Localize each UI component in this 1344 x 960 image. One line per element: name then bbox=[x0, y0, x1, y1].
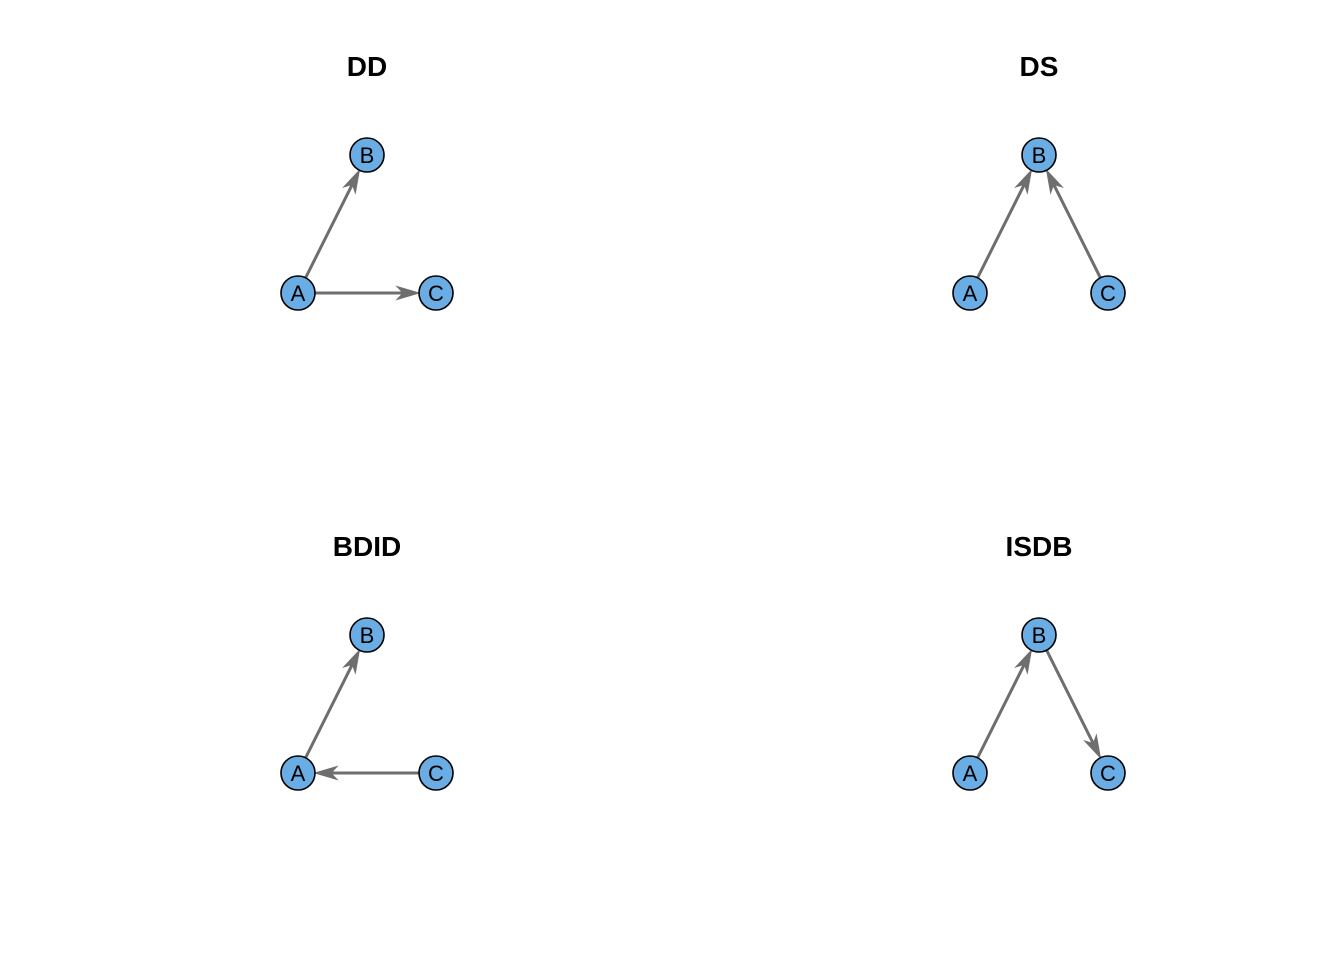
arrowhead bbox=[1083, 733, 1102, 760]
node-circle bbox=[952, 755, 988, 791]
edge-c-b bbox=[1045, 168, 1102, 280]
node-label: C bbox=[428, 761, 444, 786]
node-label: C bbox=[1100, 281, 1116, 306]
node-b: B bbox=[349, 137, 385, 173]
node-c: C bbox=[1090, 275, 1126, 311]
panel-title: DD bbox=[347, 51, 387, 82]
edge-a-b bbox=[976, 648, 1033, 760]
node-a: A bbox=[280, 755, 316, 791]
node-label: A bbox=[963, 281, 978, 306]
node-label: C bbox=[1100, 761, 1116, 786]
edge-line bbox=[304, 664, 353, 760]
arrowhead bbox=[395, 285, 421, 301]
panel-title: DS bbox=[1020, 51, 1059, 82]
edge-line bbox=[304, 184, 353, 280]
edge-a-b bbox=[304, 648, 361, 760]
node-circle bbox=[349, 137, 385, 173]
edge-a-b bbox=[976, 168, 1033, 280]
node-circle bbox=[418, 755, 454, 791]
node-c: C bbox=[418, 755, 454, 791]
node-circle bbox=[1090, 275, 1126, 311]
node-a: A bbox=[952, 755, 988, 791]
node-circle bbox=[1021, 137, 1057, 173]
edge-b-c bbox=[1045, 648, 1102, 760]
edge-c-a bbox=[313, 765, 421, 781]
arrowhead bbox=[313, 765, 339, 781]
node-label: A bbox=[291, 281, 306, 306]
edge-line bbox=[1053, 184, 1102, 280]
node-circle bbox=[418, 275, 454, 311]
edge-a-c bbox=[313, 285, 421, 301]
node-circle bbox=[280, 755, 316, 791]
panel-ds: DS A B C bbox=[952, 51, 1126, 311]
node-label: B bbox=[360, 623, 375, 648]
arrowhead bbox=[342, 648, 361, 675]
panel-dd: DD A B C bbox=[280, 51, 454, 311]
node-b: B bbox=[349, 617, 385, 653]
node-label: B bbox=[1032, 143, 1047, 168]
panel-isdb: ISDB A B C bbox=[952, 531, 1126, 791]
node-c: C bbox=[1090, 755, 1126, 791]
node-circle bbox=[1090, 755, 1126, 791]
node-a: A bbox=[952, 275, 988, 311]
edge-line bbox=[976, 664, 1025, 760]
node-c: C bbox=[418, 275, 454, 311]
panel-title: ISDB bbox=[1006, 531, 1073, 562]
edge-line bbox=[1045, 648, 1094, 744]
arrowhead bbox=[342, 168, 361, 195]
arrowhead bbox=[1014, 648, 1033, 675]
node-label: B bbox=[360, 143, 375, 168]
node-circle bbox=[280, 275, 316, 311]
node-label: B bbox=[1032, 623, 1047, 648]
node-label: A bbox=[963, 761, 978, 786]
arrowhead bbox=[1014, 168, 1033, 195]
node-label: A bbox=[291, 761, 306, 786]
node-b: B bbox=[1021, 617, 1057, 653]
edge-line bbox=[976, 184, 1025, 280]
node-a: A bbox=[280, 275, 316, 311]
node-circle bbox=[952, 275, 988, 311]
edge-a-b bbox=[304, 168, 361, 280]
node-b: B bbox=[1021, 137, 1057, 173]
node-circle bbox=[1021, 617, 1057, 653]
node-label: C bbox=[428, 281, 444, 306]
arrowhead bbox=[1045, 168, 1064, 195]
panel-title: BDID bbox=[333, 531, 401, 562]
panel-bdid: BDID A B C bbox=[280, 531, 454, 791]
node-circle bbox=[349, 617, 385, 653]
